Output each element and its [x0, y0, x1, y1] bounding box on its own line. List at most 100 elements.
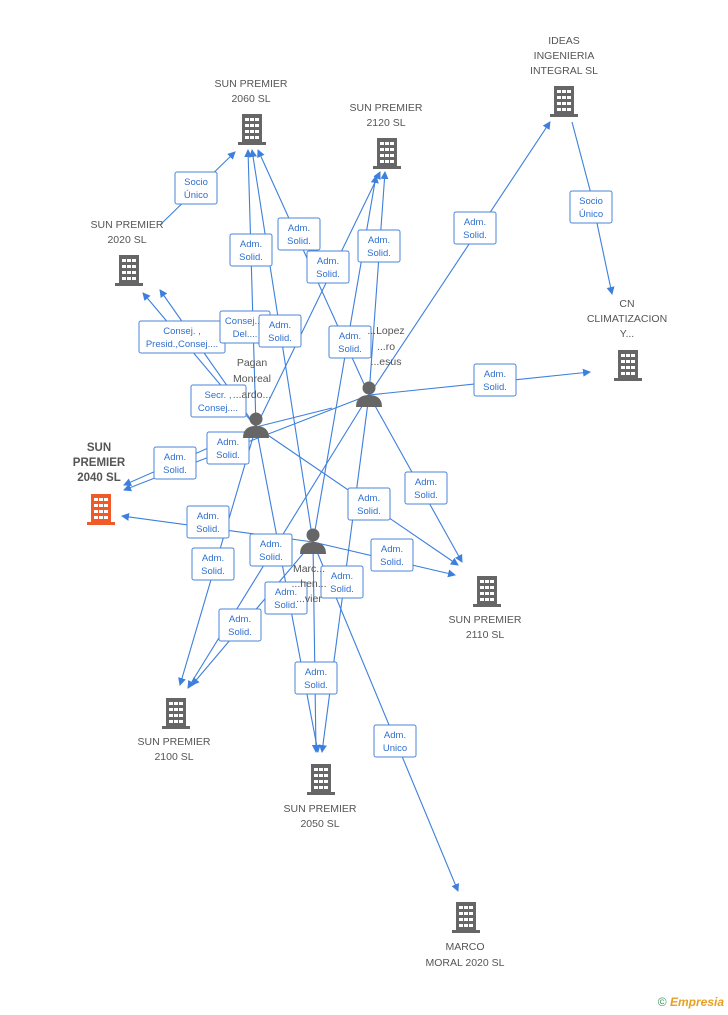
- svg-text:SUN PREMIER: SUN PREMIER: [138, 736, 211, 748]
- building-icon: [115, 255, 143, 286]
- svg-text:Solid.: Solid.: [414, 490, 438, 501]
- svg-text:Adm.: Adm.: [275, 587, 297, 598]
- svg-text:Solid.: Solid.: [163, 465, 187, 476]
- company-node-ideas[interactable]: IDEAS INGENIERIA INTEGRAL SL: [530, 35, 598, 117]
- edge: [255, 171, 381, 428]
- building-icon: [238, 114, 266, 145]
- svg-text:2020 SL: 2020 SL: [107, 234, 146, 246]
- svg-text:...esus: ...esus: [371, 356, 402, 368]
- relation-label[interactable]: Adm.Solid.: [249, 533, 293, 567]
- company-node-sp2120[interactable]: SUN PREMIER 2120 SL: [350, 102, 423, 169]
- svg-text:Adm.: Adm.: [339, 331, 361, 342]
- svg-text:Adm.: Adm.: [288, 223, 310, 234]
- relation-label[interactable]: Adm.Solid.: [306, 250, 350, 284]
- relation-label[interactable]: Adm. Solid.: [328, 325, 372, 359]
- relation-label[interactable]: Adm.Solid.: [473, 363, 517, 397]
- svg-text:INTEGRAL SL: INTEGRAL SL: [530, 65, 598, 77]
- relation-label[interactable]: Adm.Solid.: [370, 538, 414, 572]
- building-icon: [162, 698, 190, 729]
- company-node-sp2020[interactable]: SUN PREMIER 2020 SL: [91, 219, 164, 286]
- relation-label[interactable]: Adm.Solid.: [218, 608, 262, 642]
- svg-text:Adm.: Adm.: [202, 553, 224, 564]
- svg-text:Solid.: Solid.: [338, 344, 362, 355]
- relation-label[interactable]: Adm. Solid.: [404, 471, 448, 505]
- svg-text:Socio: Socio: [579, 196, 603, 207]
- building-icon: [550, 86, 578, 117]
- svg-text:Adm.: Adm.: [217, 437, 239, 448]
- svg-text:Solid.: Solid.: [239, 252, 263, 263]
- svg-text:CLIMATIZACION: CLIMATIZACION: [587, 313, 667, 325]
- svg-text:Adm.: Adm.: [317, 256, 339, 267]
- edge: [312, 541, 460, 892]
- company-node-sp2060[interactable]: SUN PREMIER 2060 SL: [215, 78, 288, 145]
- svg-text:SUN PREMIER: SUN PREMIER: [350, 102, 423, 114]
- relation-label[interactable]: Adm.Solid.: [258, 314, 302, 348]
- svg-text:Unico: Unico: [383, 743, 407, 754]
- company-node-sp2040[interactable]: SUN PREMIER 2040 SL: [73, 442, 126, 525]
- brand-name: Empresia: [669, 995, 724, 1009]
- relation-label[interactable]: Adm.Solid.: [294, 661, 338, 695]
- building-icon: [452, 902, 480, 933]
- svg-text:Socio: Socio: [184, 177, 208, 188]
- relation-label[interactable]: Adm.Solid.: [264, 581, 308, 615]
- company-node-sp2110[interactable]: SUN PREMIER 2110 SL: [449, 576, 522, 641]
- company-node-sp2100[interactable]: SUN PREMIER 2100 SL: [138, 698, 211, 763]
- relation-label[interactable]: Adm.Solid.: [320, 565, 364, 599]
- svg-text:Secr. ,: Secr. ,: [205, 390, 232, 401]
- svg-text:SUN PREMIER: SUN PREMIER: [449, 614, 522, 626]
- company-node-sp2050[interactable]: SUN PREMIER 2050 SL: [284, 764, 357, 830]
- svg-text:PREMIER: PREMIER: [73, 457, 126, 469]
- svg-text:Adm.: Adm.: [464, 217, 486, 228]
- svg-text:Adm.: Adm.: [368, 235, 390, 246]
- relation-label[interactable]: Adm. Solid.: [453, 211, 497, 245]
- relation-label[interactable]: Adm.Solid.: [153, 446, 197, 480]
- footer-brand: © Empresia: [658, 995, 724, 1009]
- relation-label[interactable]: Adm.Solid.: [347, 487, 391, 521]
- company-node-mm2020[interactable]: MARCO MORAL 2020 SL: [426, 902, 505, 969]
- building-icon: [307, 764, 335, 795]
- svg-text:Solid.: Solid.: [287, 236, 311, 247]
- building-icon: [87, 494, 115, 525]
- relation-label[interactable]: Adm. Solid.: [277, 217, 321, 251]
- svg-text:...vier: ...vier: [296, 593, 322, 605]
- svg-text:Adm.: Adm.: [305, 667, 327, 678]
- svg-text:Solid.: Solid.: [463, 230, 487, 241]
- copyright-icon: ©: [657, 995, 667, 1009]
- building-icon: [614, 350, 642, 381]
- company-node-cn[interactable]: CN CLIMATIZACION Y...: [587, 298, 667, 381]
- svg-text:Adm.: Adm.: [484, 369, 506, 380]
- svg-text:Consej....: Consej....: [225, 316, 265, 327]
- relation-label[interactable]: Consej. ,Presid.,Consej....: [138, 320, 226, 354]
- building-icon: [473, 576, 501, 607]
- svg-text:Del....: Del....: [233, 329, 258, 340]
- edge: [244, 149, 257, 428]
- person-node-marco[interactable]: Marc... ...hen... ...vier: [291, 528, 327, 606]
- svg-text:CN: CN: [619, 298, 634, 310]
- relation-label[interactable]: Adm.Solid.: [191, 547, 235, 581]
- relation-label[interactable]: Adm.Solid.: [206, 431, 250, 465]
- relation-label[interactable]: Adm.Solid.: [186, 505, 230, 539]
- relation-label[interactable]: Adm.Unico: [373, 724, 417, 758]
- relation-label[interactable]: Adm.Solid.: [357, 229, 401, 263]
- svg-text:Solid.: Solid.: [196, 524, 220, 535]
- svg-text:Adm.: Adm.: [240, 239, 262, 250]
- svg-text:2110 SL: 2110 SL: [466, 629, 504, 641]
- svg-text:Consej....: Consej....: [198, 403, 238, 414]
- svg-text:Adm.: Adm.: [415, 477, 437, 488]
- svg-text:Único: Único: [184, 190, 208, 201]
- svg-text:Consej. ,: Consej. ,: [163, 326, 201, 337]
- person-node-pagan[interactable]: Pagan Monreal ...ardo...: [233, 357, 272, 438]
- svg-text:Único: Único: [579, 209, 603, 220]
- svg-text:SUN PREMIER: SUN PREMIER: [284, 803, 357, 815]
- person-node-lopez[interactable]: ...Lopez ...ro ...esus: [356, 325, 405, 407]
- svg-text:Adm.: Adm.: [229, 614, 251, 625]
- svg-text:Solid.: Solid.: [357, 506, 381, 517]
- relation-label[interactable]: Adm. Solid.: [229, 233, 273, 267]
- svg-text:SUN PREMIER: SUN PREMIER: [91, 219, 164, 231]
- svg-text:SUN: SUN: [87, 442, 111, 454]
- svg-text:Adm.: Adm.: [269, 320, 291, 331]
- relation-label[interactable]: Secr. , Consej....: [190, 384, 247, 418]
